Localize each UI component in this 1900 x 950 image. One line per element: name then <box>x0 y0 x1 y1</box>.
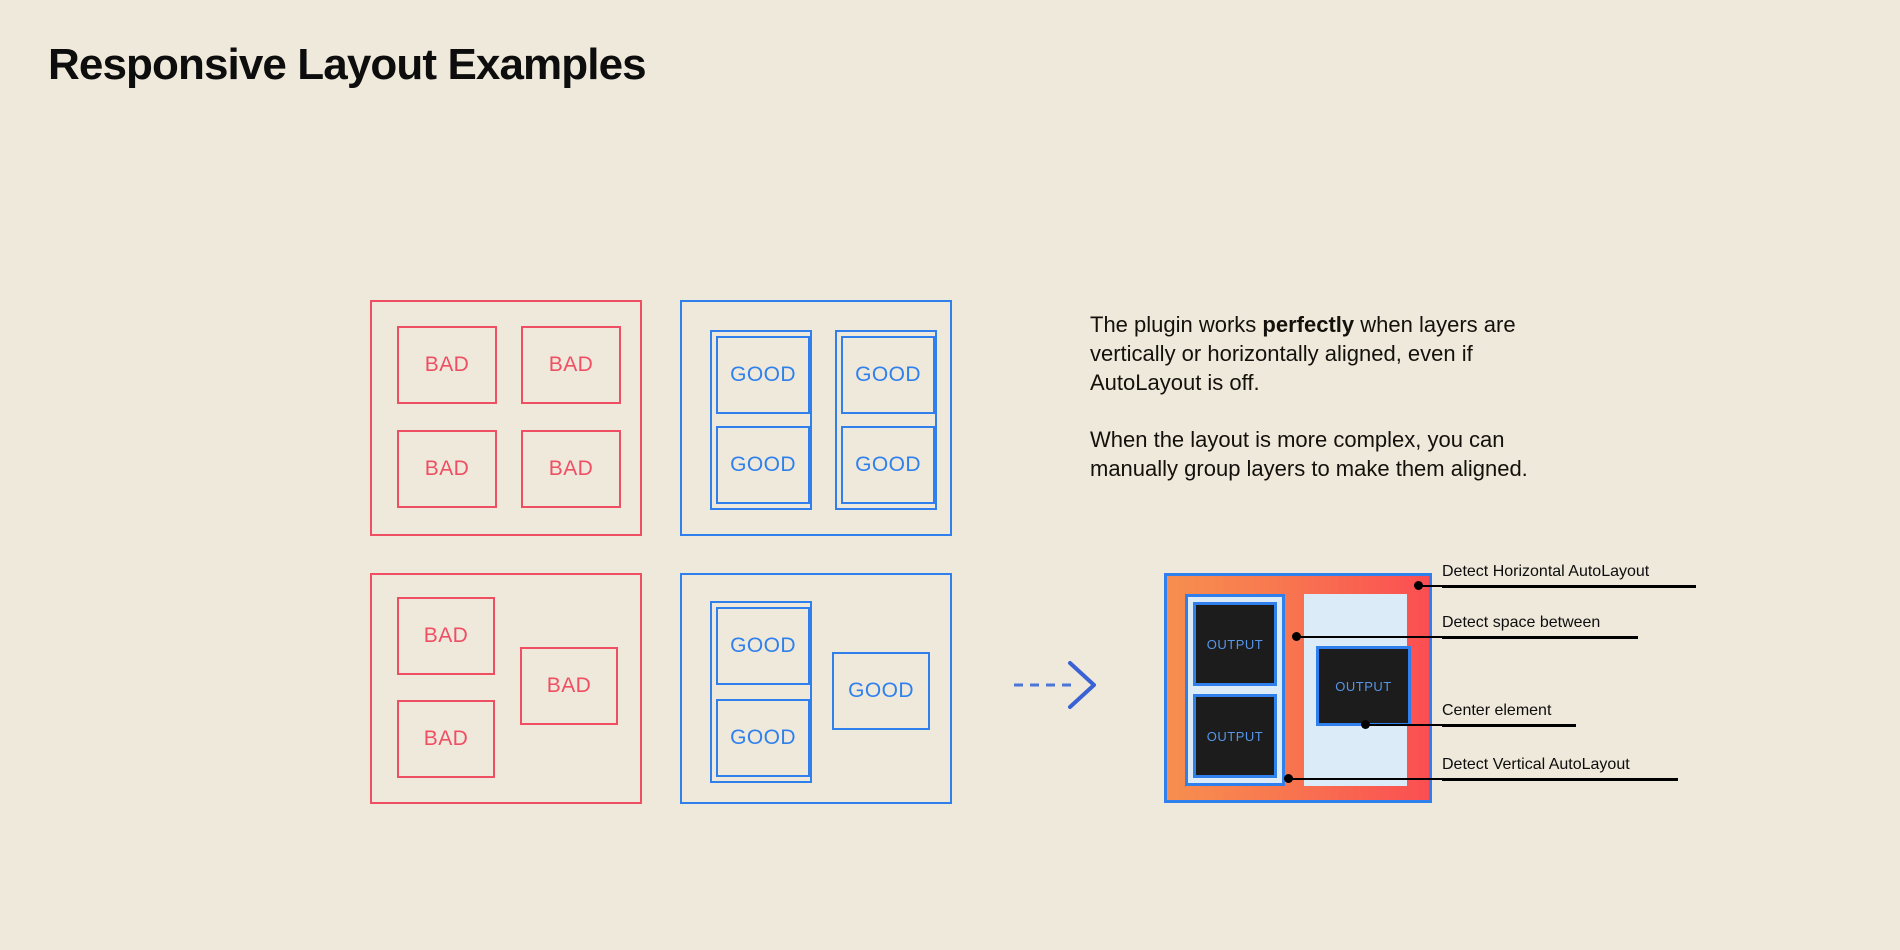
p1-before: The plugin works <box>1090 312 1263 337</box>
good-cell: GOOD <box>716 336 810 414</box>
annotation-underline <box>1442 725 1576 727</box>
good-complex-panel: GOOD GOOD GOOD <box>680 573 952 804</box>
output-group-vertical: OUTPUT OUTPUT <box>1185 594 1285 786</box>
cell-label: GOOD <box>730 726 796 749</box>
paragraph-2: When the layout is more complex, you can… <box>1090 427 1528 481</box>
output-label: OUTPUT <box>1206 728 1264 744</box>
cell-label: BAD <box>424 457 470 480</box>
cell-label: BAD <box>548 457 594 480</box>
bad-cell: BAD <box>521 326 621 404</box>
cell-label: BAD <box>423 727 469 750</box>
good-group: GOOD GOOD <box>710 330 812 510</box>
cell-label: BAD <box>423 624 469 647</box>
bad-complex-panel: BAD BAD BAD <box>370 573 642 804</box>
page-title: Responsive Layout Examples <box>48 40 647 89</box>
annotation-label: Detect Vertical AutoLayout <box>1442 756 1630 773</box>
bad-cell: BAD <box>397 430 497 508</box>
annotation-anchor-dot <box>1284 774 1293 783</box>
cell-label: GOOD <box>848 679 914 702</box>
annotation-underline <box>1442 779 1678 781</box>
output-label: OUTPUT <box>1206 636 1264 652</box>
cell-label: GOOD <box>730 363 796 386</box>
bad-cell: BAD <box>397 700 495 778</box>
output-box: OUTPUT <box>1193 694 1277 778</box>
annotation-leader-line <box>1365 724 1576 726</box>
good-grid-panel: GOOD GOOD GOOD GOOD <box>680 300 952 536</box>
cell-label: BAD <box>424 353 470 376</box>
good-group: GOOD GOOD <box>835 330 937 510</box>
annotation-label: Detect space between <box>1442 614 1601 631</box>
good-cell-standalone: GOOD <box>832 652 930 730</box>
good-cell: GOOD <box>841 426 935 504</box>
output-box-centered: OUTPUT <box>1316 646 1411 726</box>
good-cell: GOOD <box>841 336 935 414</box>
annotation-leader-line <box>1296 636 1638 638</box>
annotation-leader-line <box>1288 778 1678 780</box>
good-cell: GOOD <box>716 607 810 685</box>
good-cell: GOOD <box>716 426 810 504</box>
annotation-label: Center element <box>1442 702 1552 719</box>
bad-cell: BAD <box>521 430 621 508</box>
bad-cell: BAD <box>397 326 497 404</box>
annotation-underline <box>1442 586 1696 588</box>
output-panel-center: OUTPUT <box>1304 594 1411 786</box>
cell-label: BAD <box>548 353 594 376</box>
annotation-label: Detect Horizontal AutoLayout <box>1442 563 1650 580</box>
description-text: The plugin works perfectly when layers a… <box>1090 310 1560 483</box>
cell-label: BAD <box>546 674 592 697</box>
good-group: GOOD GOOD <box>710 601 812 783</box>
output-label: OUTPUT <box>1335 678 1392 694</box>
annotation-leader-line <box>1418 585 1696 587</box>
annotation-underline <box>1442 637 1638 639</box>
good-cell: GOOD <box>716 699 810 777</box>
paragraph-1: The plugin works perfectly when layers a… <box>1090 310 1560 397</box>
bad-cell: BAD <box>520 647 618 725</box>
annotation-anchor-dot <box>1292 632 1301 641</box>
cell-label: GOOD <box>730 453 796 476</box>
p1-bold: perfectly <box>1262 312 1355 337</box>
dashed-arrow-right-icon <box>1012 660 1102 710</box>
p1-after: when layers are vertically or horizontal… <box>1090 312 1516 395</box>
cell-label: GOOD <box>855 363 921 386</box>
cell-label: GOOD <box>855 453 921 476</box>
bad-grid-panel: BAD BAD BAD BAD <box>370 300 642 536</box>
output-box: OUTPUT <box>1193 602 1277 686</box>
output-preview: OUTPUT OUTPUT OUTPUT <box>1164 573 1432 803</box>
annotation-anchor-dot <box>1414 581 1423 590</box>
annotation-anchor-dot <box>1361 720 1370 729</box>
cell-label: GOOD <box>730 634 796 657</box>
bad-cell: BAD <box>397 597 495 675</box>
